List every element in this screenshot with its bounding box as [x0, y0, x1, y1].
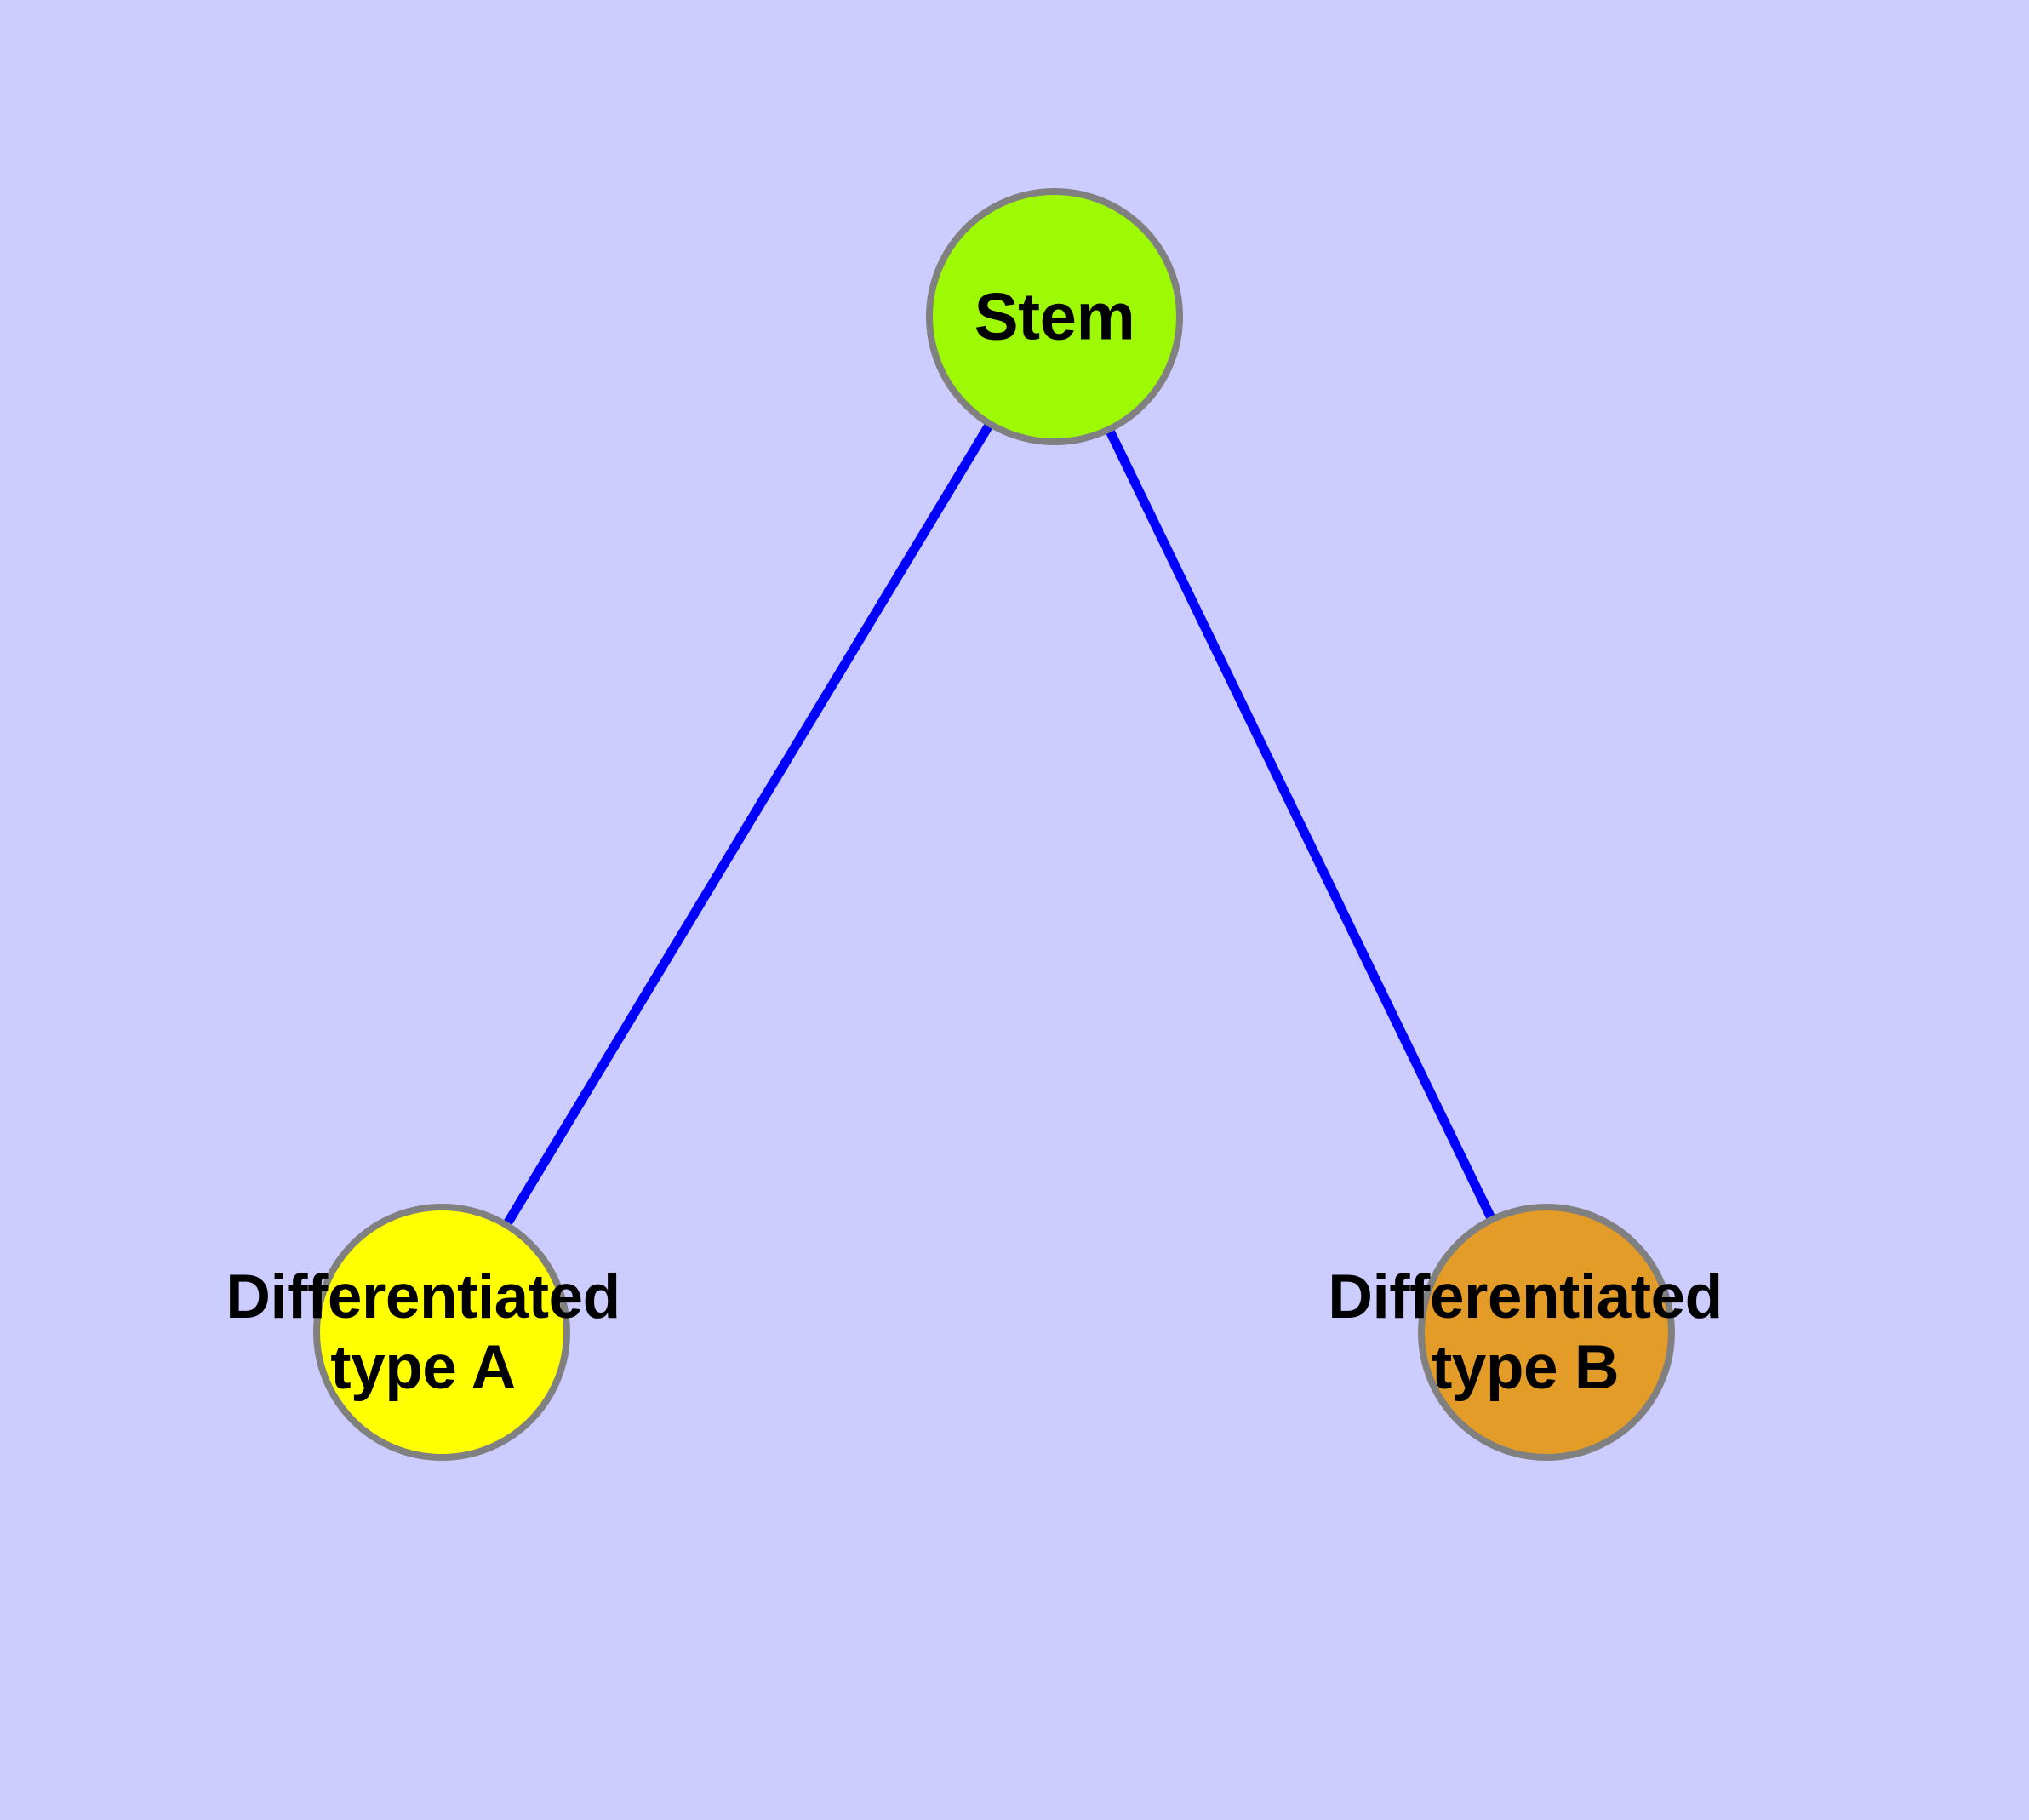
edge-stem-to-type-b[interactable] — [1050, 314, 1551, 1335]
nodes-layer — [313, 188, 1675, 1461]
edges-layer — [437, 314, 1551, 1335]
node-circle-type-a[interactable] — [313, 1204, 570, 1461]
node-circle-stem[interactable] — [926, 188, 1183, 445]
node-circle-type-b[interactable] — [1418, 1204, 1675, 1461]
edge-stem-to-type-a[interactable] — [437, 314, 1059, 1335]
